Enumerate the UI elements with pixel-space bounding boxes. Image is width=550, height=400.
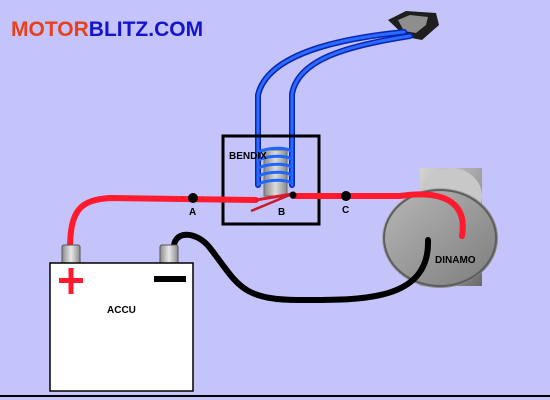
relay-box [221, 134, 321, 226]
battery-icon [49, 244, 194, 392]
junction-c [341, 191, 351, 201]
point-b-label: B [278, 207, 285, 218]
battery-label: ACCU [107, 305, 136, 316]
control-wires [255, 29, 413, 188]
brand-motor: MOTOR [11, 18, 89, 41]
dynamo-motor [382, 168, 498, 288]
brand-blitz: BLITZ.COM [89, 18, 203, 41]
solenoid-coil-icon [257, 146, 294, 186]
key-switch-icon [388, 11, 439, 40]
point-c-label: C [342, 205, 349, 216]
switch-blade [255, 192, 293, 202]
negative-sign-icon [154, 276, 186, 282]
negative-wire [170, 231, 432, 304]
junction-b [289, 191, 297, 199]
brand-title: MOTORBLITZ.COM [11, 18, 203, 41]
positive-wire [67, 191, 466, 253]
switch-contact [250, 192, 293, 213]
relay-label: BENDIX [229, 151, 267, 162]
dynamo-label: DINAMO [435, 255, 476, 266]
junction-a [188, 193, 198, 203]
point-a-label: A [189, 207, 196, 218]
